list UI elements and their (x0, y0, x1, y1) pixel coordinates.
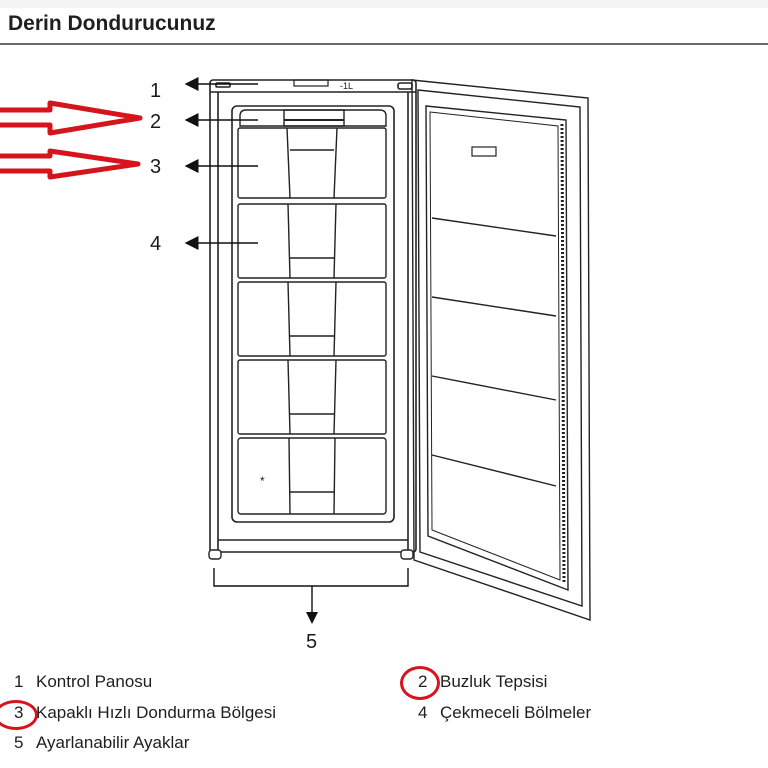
red-circle-legend-2 (400, 666, 440, 700)
callout-4: 4 (150, 233, 161, 255)
freezer-door (411, 79, 591, 621)
legend-item-1: 1 Kontrol Panosu (14, 672, 152, 692)
control-knobs (293, 79, 329, 87)
legend-label: Ayarlanabilir Ayaklar (36, 733, 190, 752)
legend-item-5: 5 Ayarlanabilir Ayaklar (14, 733, 189, 753)
page-title: Derin Dondurucunuz (8, 12, 216, 35)
legend-num: 1 (14, 672, 24, 691)
callout-2: 2 (150, 111, 161, 133)
quick-freeze-compartment (237, 127, 387, 199)
drawer-3 (237, 359, 387, 435)
legend-item-4: 4 Çekmeceli Bölmeler (418, 703, 591, 723)
legend-label: Buzluk Tepsisi (440, 672, 548, 691)
indicator-light (215, 82, 231, 88)
title-divider (0, 43, 768, 45)
drawer-1 (237, 203, 387, 279)
door-label (471, 146, 497, 157)
drawer-mark: * (260, 474, 265, 488)
legend-label: Kapaklı Hızlı Dondurma Bölgesi (36, 703, 277, 722)
adjustable-feet (208, 549, 414, 560)
top-band (0, 0, 768, 8)
legend-num: 5 (14, 733, 24, 752)
callout-arrows (184, 77, 409, 624)
legend-label: Çekmeceli Bölmeler (440, 703, 592, 722)
drawer-4: * (237, 437, 387, 515)
legend-num: 4 (418, 703, 428, 722)
drawers: * (237, 127, 387, 515)
callout-numbers: 1 2 3 4 5 (150, 80, 317, 653)
red-annotation-arrows (0, 100, 143, 180)
red-circle-legend-3 (0, 700, 38, 730)
legend-label: Kontrol Panosu (36, 672, 153, 691)
freezer-cabinet: -1L (209, 79, 417, 553)
ice-tray (239, 109, 387, 127)
red-arrow-3 (0, 148, 141, 180)
drawer-2 (237, 281, 387, 357)
callout-1: 1 (150, 80, 161, 102)
red-arrow-2 (0, 100, 143, 136)
callout-3: 3 (150, 156, 161, 178)
callout-5: 5 (306, 631, 317, 653)
svg-text:-1L: -1L (340, 81, 353, 91)
